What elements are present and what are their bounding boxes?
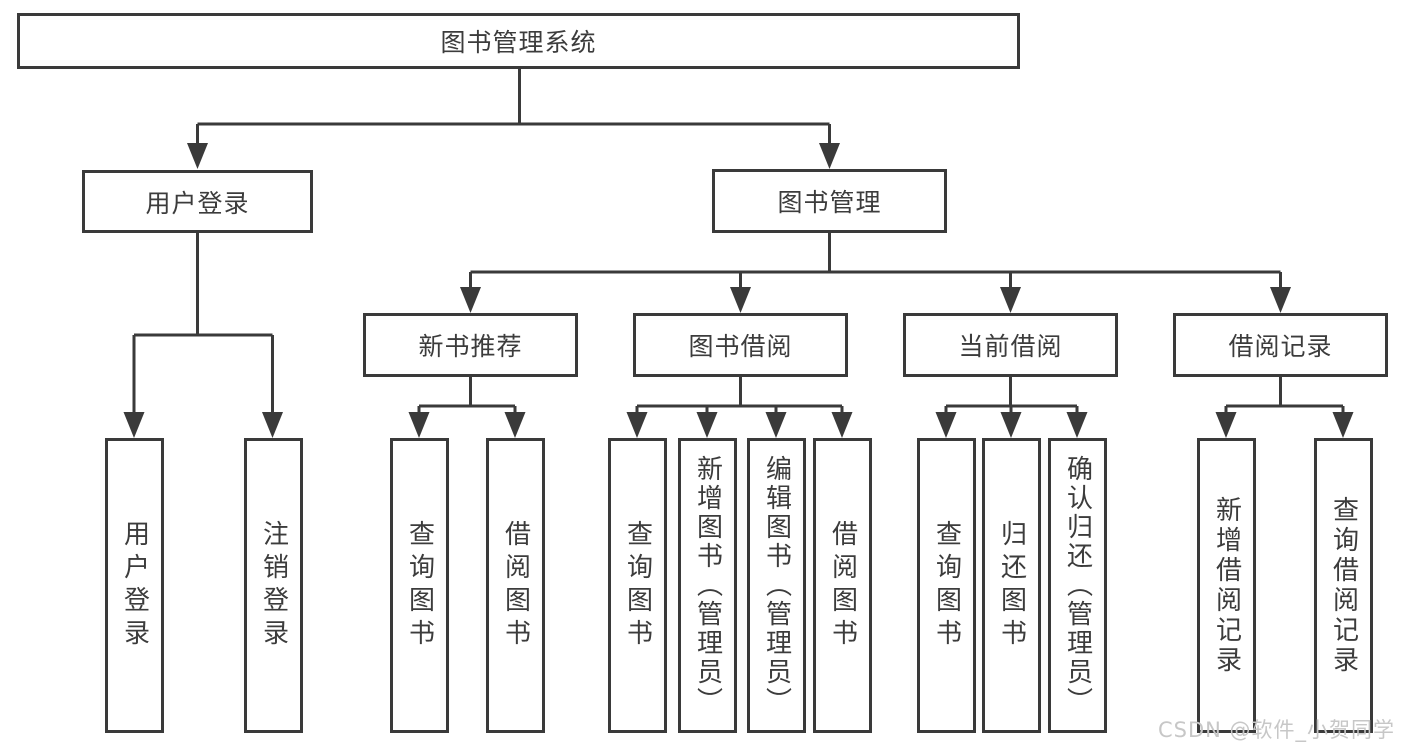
- node-label: 图书借阅: [688, 332, 793, 361]
- node-label: 注销登录: [258, 519, 289, 652]
- node-label: 新增图书（管理员）: [692, 455, 723, 716]
- leaf-borrowing-borrow-book: 借阅图书: [813, 438, 872, 733]
- node-label: 新书推荐: [418, 332, 523, 361]
- leaf-current-return-book: 归还图书: [982, 438, 1041, 733]
- leaf-current-confirm-return-admin: 确认归还（管理员）: [1048, 438, 1107, 733]
- leaf-records-add-borrow-record: 新增借阅记录: [1197, 438, 1256, 733]
- leaf-logout: 注销登录: [244, 438, 303, 733]
- node-user-login: 用户登录: [82, 170, 313, 233]
- node-label: 查询借阅记录: [1328, 495, 1359, 676]
- leaf-current-query-book: 查询图书: [917, 438, 976, 733]
- node-label: 查询图书: [931, 519, 962, 652]
- leaf-records-query-borrow-record: 查询借阅记录: [1314, 438, 1373, 733]
- node-label: 查询图书: [404, 519, 435, 652]
- node-label: 借阅记录: [1228, 332, 1333, 361]
- leaf-borrowing-add-book-admin: 新增图书（管理员）: [678, 438, 737, 733]
- leaf-user-login: 用户登录: [105, 438, 164, 733]
- node-label: 借阅图书: [500, 519, 531, 652]
- node-label: 当前借阅: [958, 332, 1063, 361]
- leaf-borrowing-edit-book-admin: 编辑图书（管理员）: [747, 438, 806, 733]
- connector-trunk-lines: [134, 69, 1343, 408]
- node-label: 查询图书: [622, 519, 653, 652]
- watermark-text: CSDN @软件_小贺同学: [1158, 718, 1396, 742]
- node-borrowing-records: 借阅记录: [1173, 313, 1388, 377]
- node-label: 编辑图书（管理员）: [761, 455, 792, 716]
- node-label: 借阅图书: [827, 519, 858, 652]
- node-label: 图书管理: [777, 188, 882, 217]
- node-book-borrowing: 图书借阅: [633, 313, 848, 377]
- leaf-recommend-query-book: 查询图书: [390, 438, 449, 733]
- node-current-borrowing: 当前借阅: [903, 313, 1118, 377]
- node-label: 新增借阅记录: [1211, 495, 1242, 676]
- leaf-borrowing-query-book: 查询图书: [608, 438, 667, 733]
- node-label: 图书管理系统: [440, 28, 597, 57]
- leaf-recommend-borrow-book: 借阅图书: [486, 438, 545, 733]
- node-label: 用户登录: [145, 188, 250, 218]
- node-label: 确认归还（管理员）: [1062, 455, 1093, 716]
- node-new-book-recommendation: 新书推荐: [363, 313, 578, 377]
- node-label: 归还图书: [996, 519, 1027, 652]
- node-root-library-management-system: 图书管理系统: [17, 13, 1020, 69]
- node-book-management: 图书管理: [712, 169, 947, 233]
- node-label: 用户登录: [119, 519, 150, 652]
